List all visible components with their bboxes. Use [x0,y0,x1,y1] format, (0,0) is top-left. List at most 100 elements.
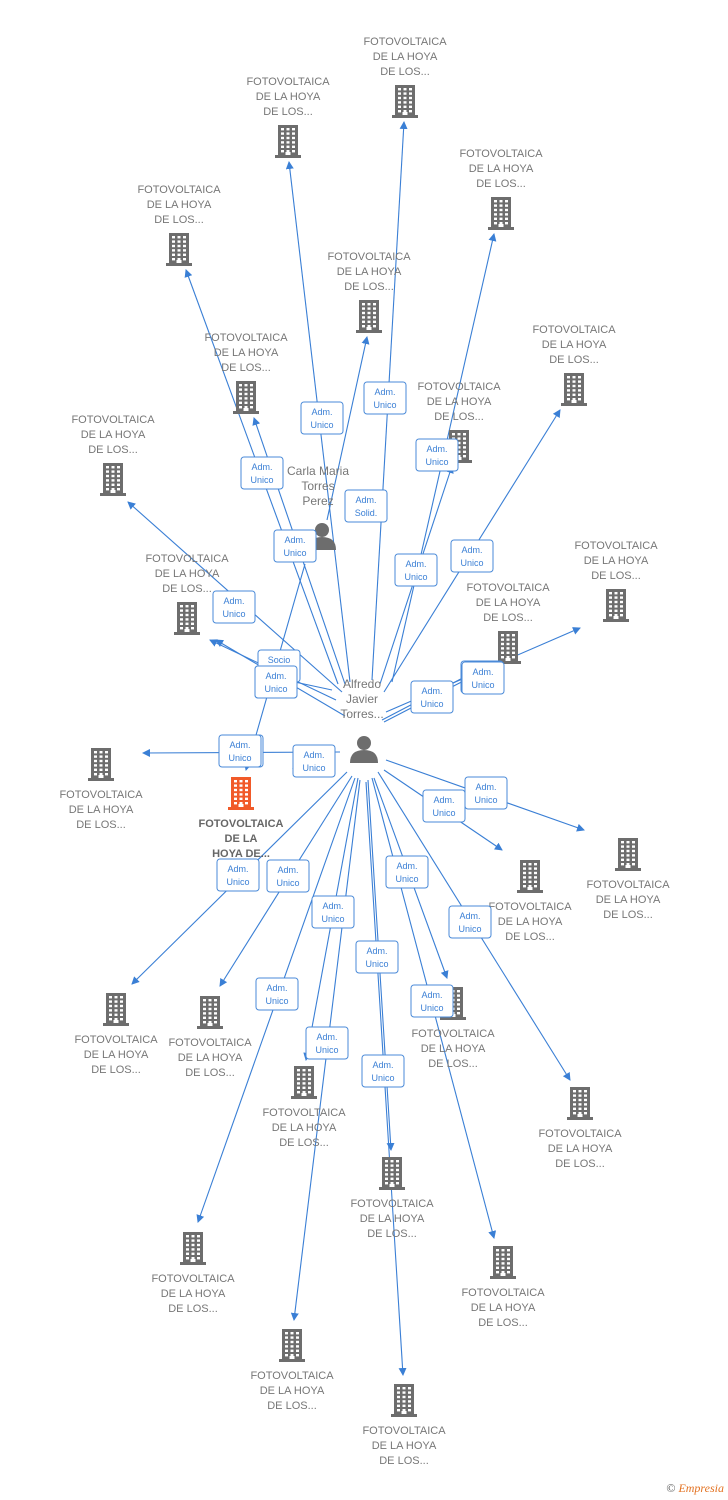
relation-label-alfredo-c13[interactable]: Adm.Unico [461,661,505,695]
relation-label-alfredo-c14[interactable]: Adm.Unico [292,744,336,778]
relation-label-alfredo-c20[interactable]: Adm.Unico [311,895,355,929]
building-icon [166,233,192,266]
relation-label-alfredo-c17[interactable]: Adm.Unico [216,858,260,892]
building-icon [228,777,254,810]
relation-label-text: Socio [268,655,291,665]
relation-label-alfredo-c3[interactable]: Adm.Unico [415,438,459,472]
relation-label-alfredo-c25[interactable]: Adm.Unico [305,1026,349,1060]
relation-label-alfredo-c1[interactable]: Adm.Unico [363,381,407,415]
company-name-line: DE LA HOYA [584,555,649,567]
relation-label-alfredo-c15[interactable]: Adm.Unico [464,776,508,810]
relation-label-carla-c5[interactable]: Adm.Solid. [344,489,388,523]
company-name-line: DE LA HOYA [337,266,402,278]
company-name-line: DE LOS... [549,354,599,366]
relation-label-text: Adm. [475,782,496,792]
relation-label-alfredo-c24[interactable]: Adm.Unico [410,984,454,1018]
company-name-line: DE LOS... [603,909,653,921]
company-name-line: DE LOS... [434,411,484,423]
relation-label-text: Unico [228,753,251,763]
relation-label-alfredo-c21[interactable]: Adm. Unico [448,905,492,939]
relation-label-box [273,529,317,563]
company-name-line: DE LOS... [221,362,271,374]
relation-label-text: Adm. [355,495,376,505]
relation-label-text: Adm. [251,462,272,472]
relation-label-alfredo-c18[interactable]: Adm.Unico [266,859,310,893]
building-icon [279,1329,305,1362]
company-name-line: DE LA HOYA [260,1385,325,1397]
company-name-line: FOTOVOLTAICA [71,414,155,426]
relation-label-text: Adm. [303,750,324,760]
relation-label-text: Unico [371,1073,394,1083]
relation-label-alfredo-c8[interactable]: Adm.Unico [394,553,438,587]
relation-label-text: Adm. [459,911,480,921]
building-icon [100,463,126,496]
building-icon [567,1087,593,1120]
relation-label-alfredo-c12[interactable]: Adm.Unico [254,665,298,699]
relation-label-text: Unico [458,924,481,934]
relation-label-alfredo-c4[interactable]: Adm.Unico [240,456,284,490]
company-name-line: DE LOS... [344,281,394,293]
relation-label-alfredo-c9[interactable]: Adm.Unico [212,590,256,624]
company-name-line: DE LOS... [591,570,641,582]
company-name-line: DE LOS... [483,612,533,624]
empresia-logo[interactable]: Empresia [678,1481,724,1495]
relation-label-text: Unico [432,808,455,818]
relation-label-alfredo-c22[interactable]: Adm.Unico [355,940,399,974]
company-name-line: DE LOS... [168,1303,218,1315]
relation-label-text: Unico [265,996,288,1006]
company-name-line: DE LA HOYA [476,597,541,609]
relation-label-text: Adm. [461,545,482,555]
person-node-alfredo[interactable]: AlfredoJavierTorres... [340,677,384,763]
relation-label-alfredo-c2[interactable]: Adm.Unico [300,401,344,435]
relation-label-box [212,590,256,624]
relation-label-alfredo-c6[interactable]: Adm.Unico [273,529,317,563]
relation-label-alfredo-c16[interactable]: Adm.Unico [422,789,466,823]
relation-label-alfredo-c23[interactable]: Adm.Unico [255,977,299,1011]
company-name-line: DE LOS... [505,931,555,943]
building-icon [615,838,641,871]
relation-label-box [415,438,459,472]
relation-label-text: Unico [420,699,443,709]
building-icon [291,1066,317,1099]
relation-label-text: Unico [395,874,418,884]
company-name-line: DE LA HOYA [147,199,212,211]
relation-label-box [292,744,336,778]
relation-label-alfredo-c9[interactable]: Adm.Unico [218,734,262,768]
relation-label-alfredo-c26[interactable]: Adm.Unico [361,1054,405,1088]
relation-label-text: Unico [264,684,287,694]
relation-label-box [450,539,494,573]
company-name-line: DE LOS... [555,1158,605,1170]
relation-label-alfredo-c12[interactable]: Adm.Unico [410,680,454,714]
building-icon [561,373,587,406]
building-icon [379,1157,405,1190]
relation-label-box [448,905,492,939]
relation-label-alfredo-c7[interactable]: Adm.Unico [450,539,494,573]
relation-label-alfredo-c19[interactable]: Adm.Unico [385,855,429,889]
company-name-line: DE LA HOYA [81,429,146,441]
